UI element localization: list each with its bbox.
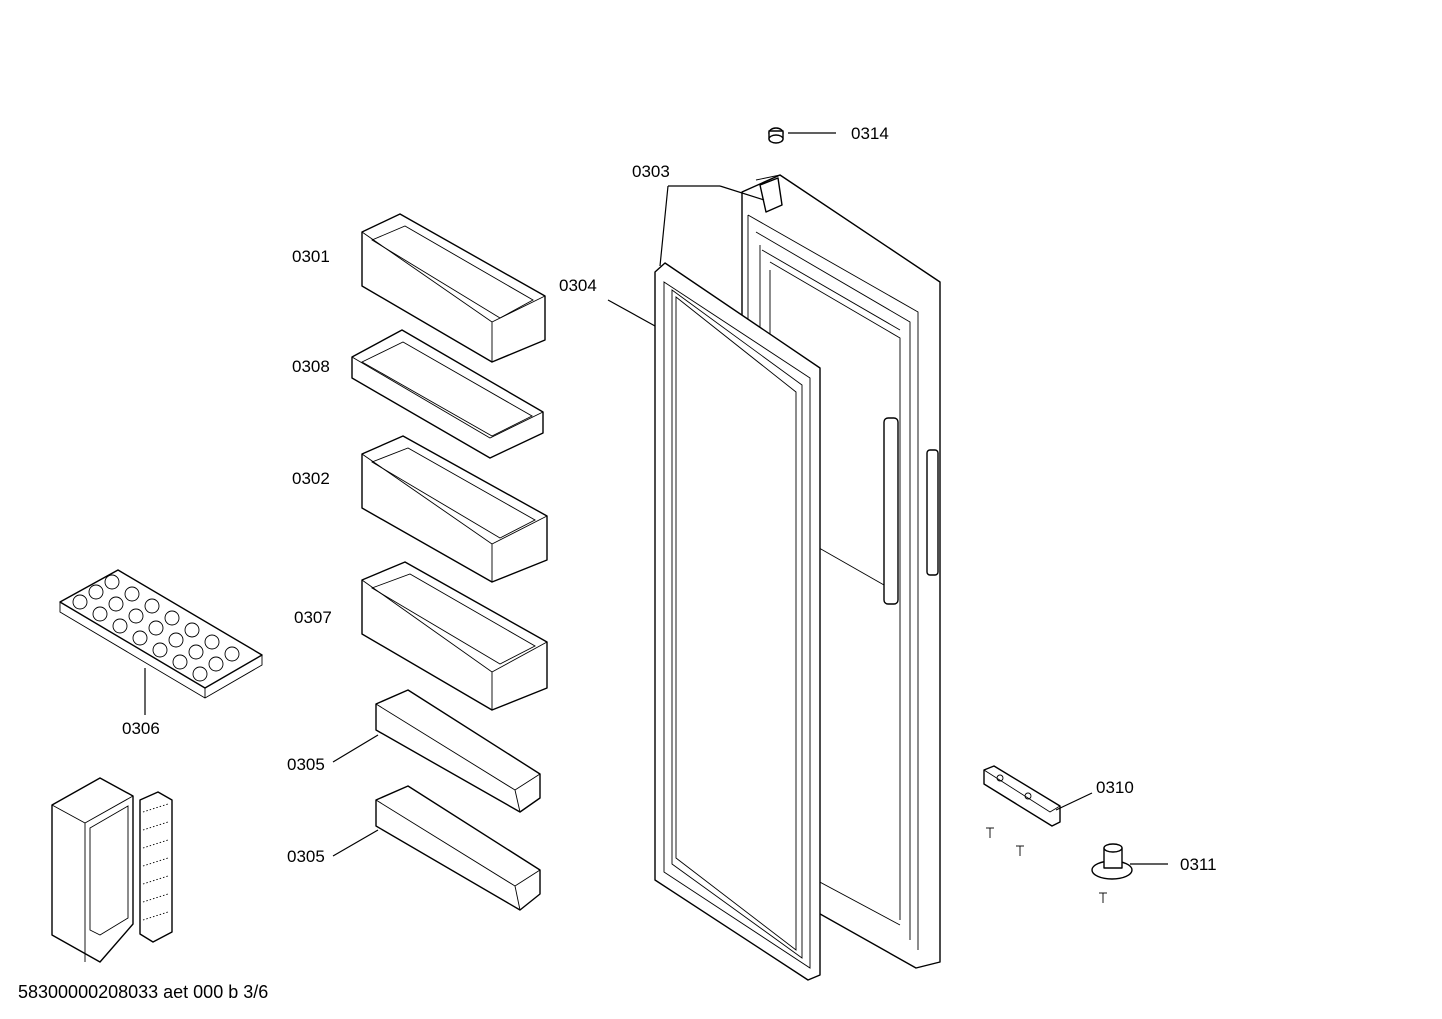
label-0306: 0306	[122, 719, 160, 738]
egg-tray-0306	[59, 569, 263, 699]
door-shelf-0301	[361, 213, 546, 363]
label-0303: 0303	[632, 162, 670, 181]
label-0308: 0308	[292, 357, 330, 376]
label-0305-upper: 0305	[287, 755, 325, 774]
leader-lines	[144, 132, 1168, 865]
door-gasket-0304	[654, 262, 821, 981]
label-0305-lower: 0305	[287, 847, 325, 866]
label-0301: 0301	[292, 247, 330, 266]
bottle-shelf-0305-lower	[375, 785, 541, 911]
screws	[986, 827, 1107, 903]
label-0302: 0302	[292, 469, 330, 488]
hinge-pin-0311	[1091, 843, 1133, 880]
label-0304: 0304	[559, 276, 597, 295]
hinge-bracket-0310	[983, 765, 1061, 827]
filter-housing	[51, 777, 173, 963]
label-0307: 0307	[294, 608, 332, 627]
label-0310: 0310	[1096, 778, 1134, 797]
bottle-shelf-0305-upper	[375, 689, 541, 813]
footer-document-code: 58300000208033 aet 000 b 3/6	[18, 982, 269, 1002]
door-shelf-0308	[351, 329, 544, 459]
door-shelf-0307	[361, 561, 548, 711]
label-0311: 0311	[1180, 855, 1217, 874]
label-0314: 0314	[851, 124, 889, 143]
door-shelf-0302	[361, 435, 548, 583]
hinge-cap-0314	[768, 127, 784, 144]
